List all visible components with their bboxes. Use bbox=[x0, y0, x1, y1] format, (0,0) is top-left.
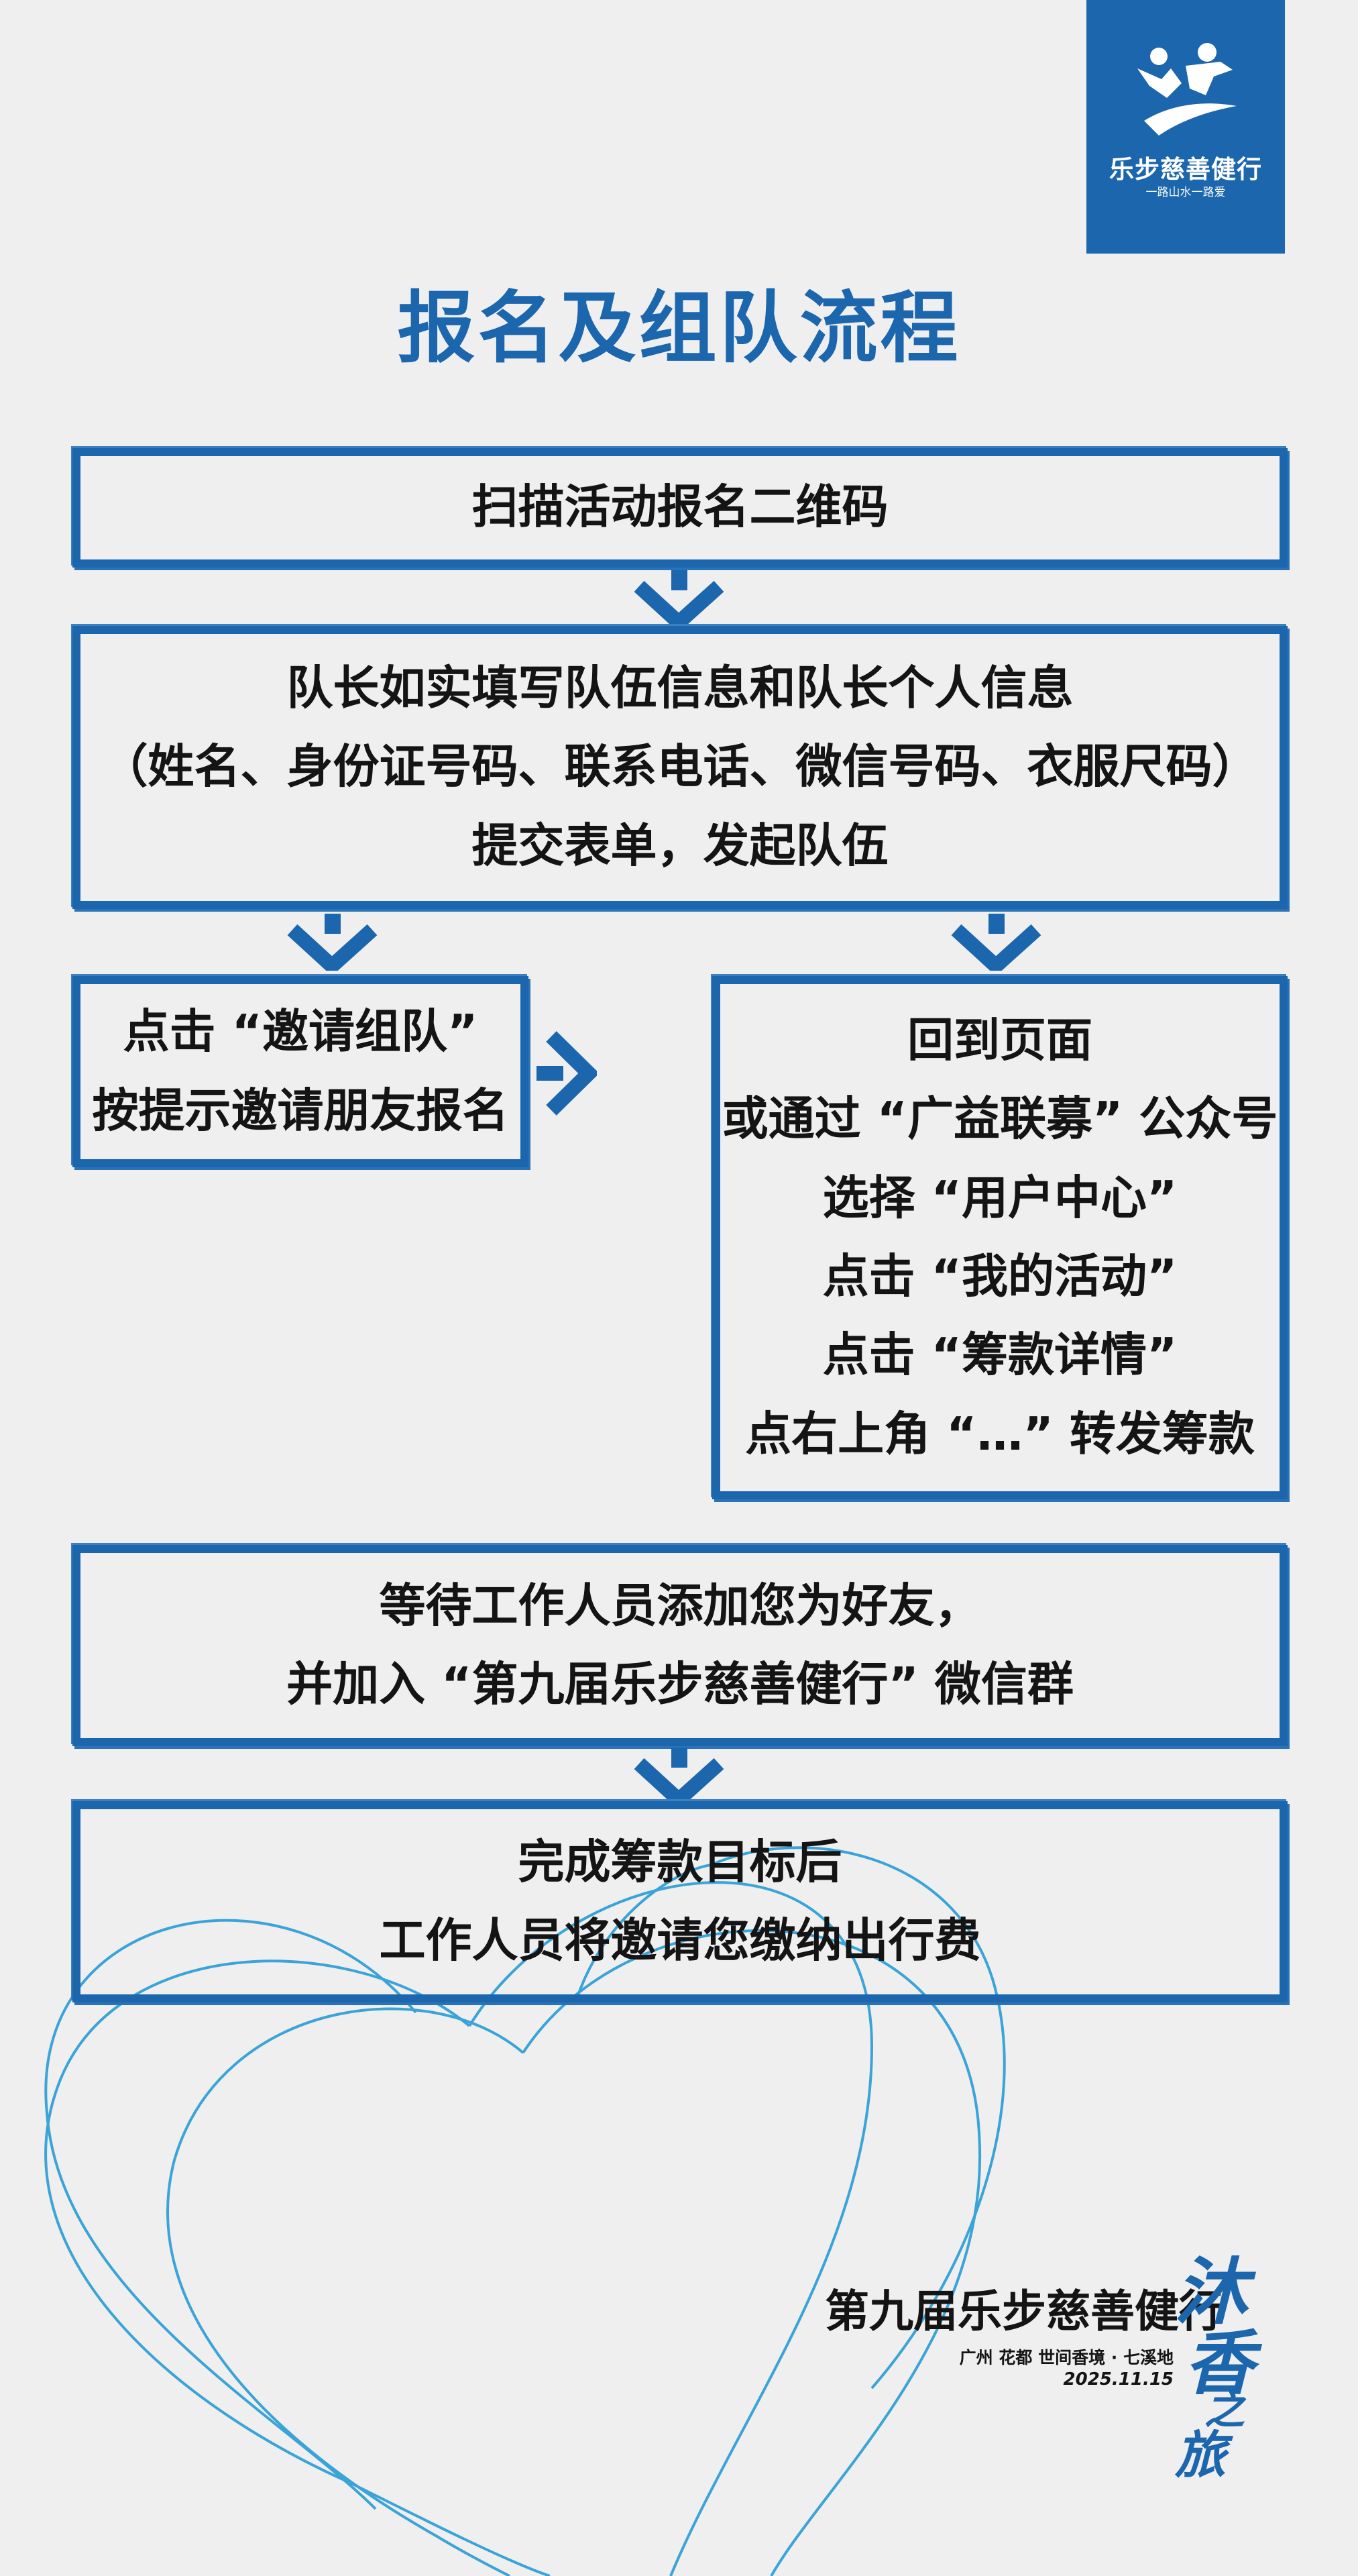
calligraphy-char: 之 bbox=[1204, 2387, 1245, 2434]
step-line: 点右上角 “…” 转发筹款 bbox=[745, 1407, 1255, 1461]
footer-event-name: 第九届乐步慈善健行 bbox=[825, 2286, 1223, 2337]
brand-name: 乐步慈善健行 bbox=[1109, 155, 1262, 184]
arrow-right-icon bbox=[536, 1031, 597, 1116]
step-line: 等待工作人员添加您为好友， bbox=[379, 1578, 981, 1633]
step-complete-fundraising: 完成筹款目标后 工作人员将邀请您缴纳出行费 bbox=[72, 1801, 1288, 2002]
step-scan-qr: 扫描活动报名二维码 bbox=[72, 448, 1288, 568]
step-invite-team: 点击 “邀请组队” 按提示邀请朋友报名 bbox=[72, 976, 528, 1167]
step-line: 按提示邀请朋友报名 bbox=[92, 1083, 509, 1138]
arrow-down-icon bbox=[951, 914, 1041, 971]
brand-logo-block: 乐步慈善健行 一路山水一路爱 bbox=[1086, 0, 1285, 254]
footer-date: 2025.11.15 bbox=[1063, 2369, 1174, 2390]
step-line: （姓名、身份证号码、联系电话、微信号码、衣服尺码） bbox=[101, 740, 1259, 794]
footer-location: 广州 花都 世间香境 · 七溪地 bbox=[959, 2348, 1174, 2367]
calligraphy-char: 旅 bbox=[1175, 2425, 1226, 2485]
step-line: 选择 “用户中心” bbox=[822, 1171, 1178, 1225]
step-return-page: 回到页面 或通过 “广益联募” 公众号 选择 “用户中心” 点击 “我的活动” … bbox=[712, 976, 1288, 1499]
brand-slogan: 一路山水一路爱 bbox=[1145, 186, 1226, 199]
page-title: 报名及组队流程 bbox=[397, 283, 961, 374]
calligraphy-char: 沐 bbox=[1175, 2250, 1248, 2334]
step-wait-staff: 等待工作人员添加您为好友， 并加入 “第九届乐步慈善健行” 微信群 bbox=[72, 1545, 1288, 1746]
step-line: 点击 “我的活动” bbox=[822, 1250, 1178, 1303]
step-line: 回到页面 bbox=[907, 1014, 1092, 1068]
arrow-down-icon bbox=[634, 570, 724, 627]
arrow-down-icon bbox=[634, 1748, 724, 1805]
calligraphy-mark: 沐 香 之 旅 bbox=[1175, 2234, 1262, 2485]
calligraphy-char: 香 bbox=[1184, 2322, 1255, 2404]
step-line: 或通过 “广益联募” 公众号 bbox=[722, 1092, 1278, 1146]
step-line: 队长如实填写队伍信息和队长个人信息 bbox=[286, 661, 1074, 716]
step-line: 工作人员将邀请您缴纳出行费 bbox=[379, 1914, 981, 1968]
step-line: 点击 “筹款详情” bbox=[822, 1328, 1178, 1383]
step-line: 点击 “邀请组队” bbox=[123, 1005, 478, 1059]
runners-logo-icon bbox=[1137, 43, 1237, 136]
step-line: 并加入 “第九届乐步慈善健行” 微信群 bbox=[286, 1658, 1074, 1711]
arrow-down-icon bbox=[287, 914, 378, 971]
step-fill-info: 队长如实填写队伍信息和队长个人信息 （姓名、身份证号码、联系电话、微信号码、衣服… bbox=[72, 626, 1288, 909]
step-line: 完成筹款目标后 bbox=[518, 1835, 842, 1889]
step-line: 提交表单，发起队伍 bbox=[471, 818, 889, 873]
step-line: 扫描活动报名二维码 bbox=[471, 480, 889, 535]
